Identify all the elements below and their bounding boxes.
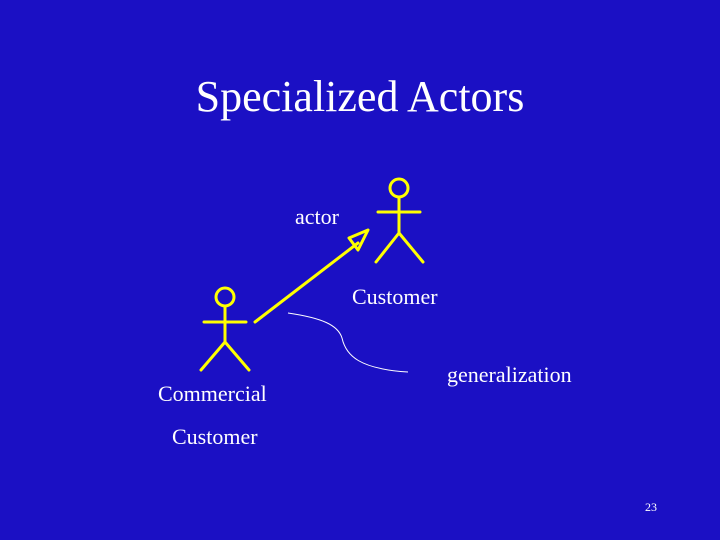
generalization-arrowhead bbox=[347, 228, 370, 252]
generalization-label: generalization bbox=[447, 362, 572, 387]
annotation-connector bbox=[287, 312, 409, 373]
actor-stereotype-label: actor bbox=[295, 204, 339, 229]
commercial-customer-actor bbox=[199, 286, 251, 372]
generalization-arrow bbox=[253, 228, 370, 324]
commercial-customer-actor-left-leg bbox=[199, 340, 227, 372]
generalization-arrow-line bbox=[253, 241, 360, 324]
commercial-customer-actor-head bbox=[214, 286, 236, 308]
slide-number: 23 bbox=[645, 500, 657, 514]
customer-actor-head bbox=[388, 177, 410, 199]
commercial-customer-label-line2: Customer bbox=[172, 424, 258, 449]
customer-actor bbox=[374, 177, 425, 264]
slide-title: Specialized Actors bbox=[195, 72, 525, 121]
commercial-customer-actor-right-leg bbox=[223, 340, 251, 372]
customer-actor-label: Customer bbox=[352, 284, 438, 309]
customer-actor-left-leg bbox=[374, 231, 401, 264]
commercial-customer-label-line1: Commercial bbox=[158, 381, 267, 406]
customer-actor-right-leg bbox=[397, 231, 425, 264]
